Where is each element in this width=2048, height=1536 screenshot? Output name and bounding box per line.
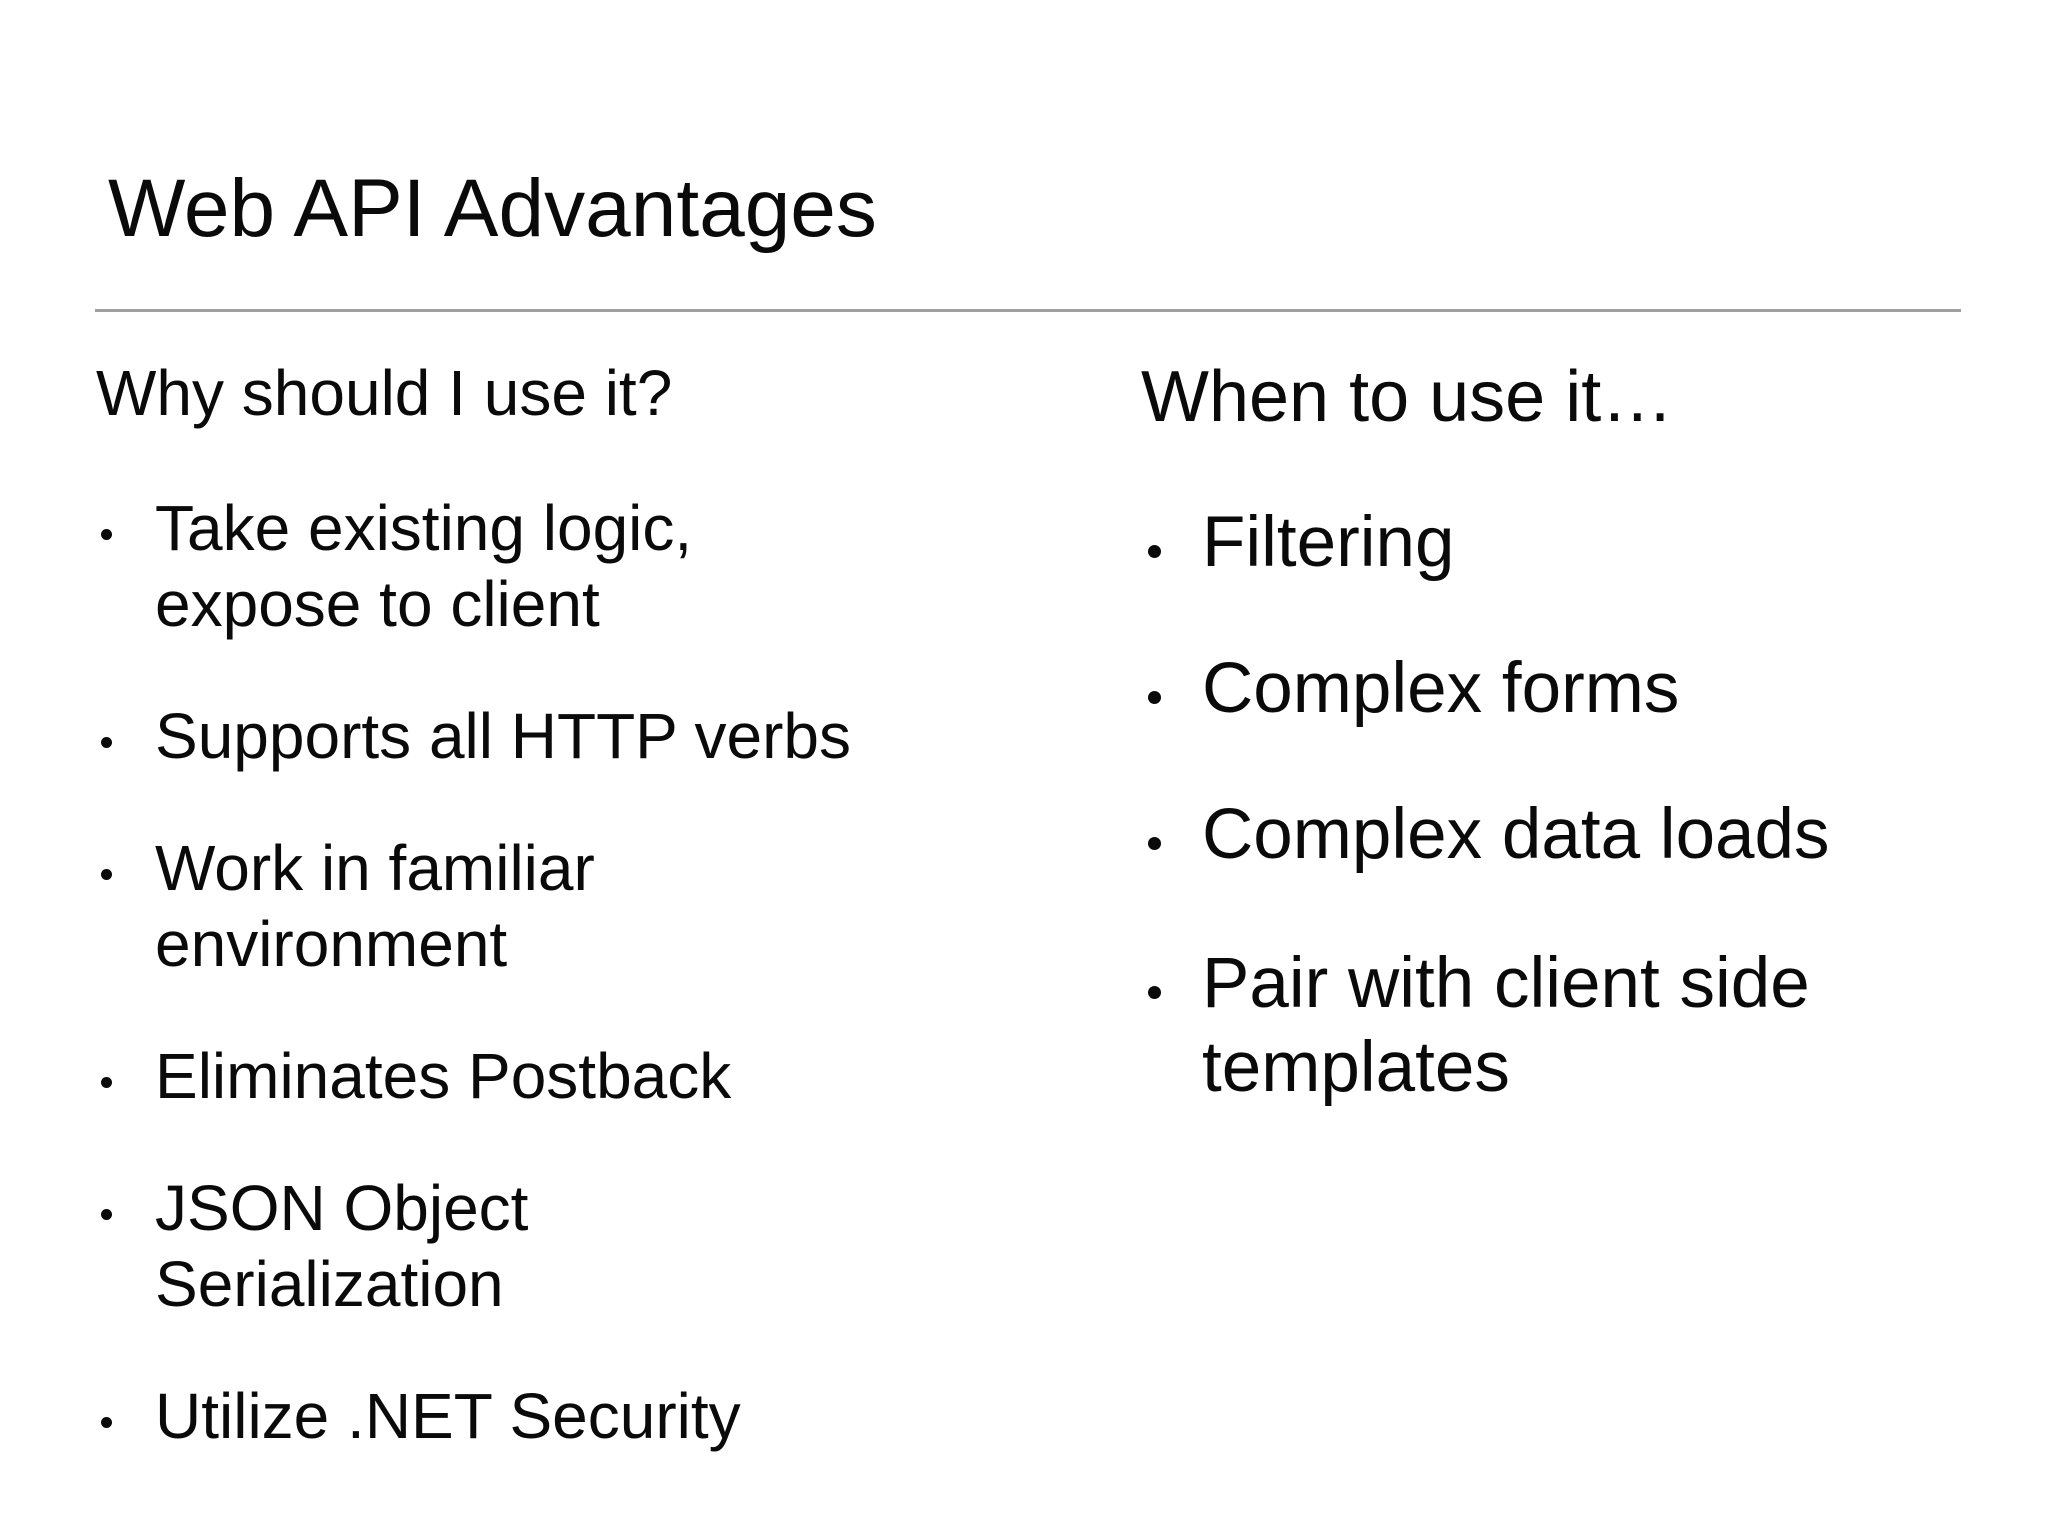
bullet-text: Utilize .NET Security <box>155 1380 741 1452</box>
bullet-text: Complex data loads <box>1202 795 1830 874</box>
bullet-dot <box>101 737 112 748</box>
bullet-json-serialization: JSON Object Serialization <box>100 1170 975 1322</box>
bullet-dot <box>1148 691 1161 704</box>
bullet-dot <box>101 869 112 880</box>
bullet-text: JSON Object Serialization <box>155 1172 529 1320</box>
bullet-text: Pair with client side templates <box>1202 944 1810 1107</box>
bullet-supports-http-verbs: Supports all HTTP verbs <box>100 698 975 774</box>
slide-title: Web API Advantages <box>108 163 877 254</box>
left-column-heading: Why should I use it? <box>96 357 673 429</box>
bullet-net-security: Utilize .NET Security <box>100 1378 975 1454</box>
bullet-text: Supports all HTTP verbs <box>155 700 851 772</box>
bullet-client-side-templates: Pair with client side templates <box>1148 942 1922 1110</box>
bullet-dot <box>101 1209 112 1220</box>
bullet-dot <box>1148 986 1161 999</box>
bullet-text: Eliminates Postback <box>155 1040 732 1112</box>
bullet-take-existing-logic: Take existing logic, expose to client <box>100 490 975 642</box>
bullet-dot <box>101 1077 112 1088</box>
bullet-filtering: Filtering <box>1148 501 1922 585</box>
bullet-dot <box>101 1417 112 1428</box>
right-column-heading: When to use it… <box>1141 357 1674 437</box>
bullet-text: Complex forms <box>1202 649 1680 728</box>
bullet-dot <box>101 529 112 540</box>
bullet-familiar-environment: Work in familiar environment <box>100 830 975 982</box>
bullet-complex-data-loads: Complex data loads <box>1148 793 1922 877</box>
bullet-complex-forms: Complex forms <box>1148 647 1922 731</box>
bullet-eliminates-postback: Eliminates Postback <box>100 1038 975 1114</box>
bullet-dot <box>1148 837 1161 850</box>
bullet-text: Work in familiar environment <box>155 832 595 980</box>
bullet-dot <box>1148 545 1161 558</box>
bullet-text: Take existing logic, expose to client <box>155 492 693 640</box>
bullet-text: Filtering <box>1202 503 1455 582</box>
title-divider-line <box>95 309 1961 312</box>
